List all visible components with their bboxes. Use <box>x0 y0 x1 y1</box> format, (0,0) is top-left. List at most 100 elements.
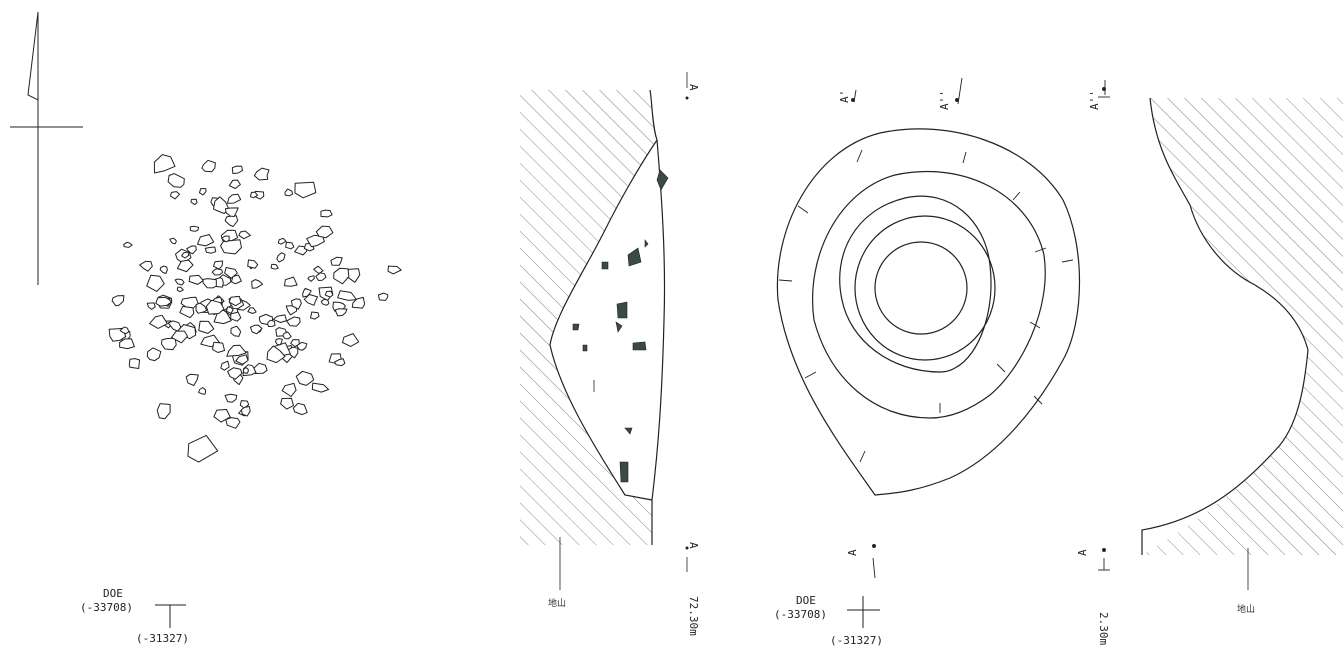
stone <box>220 360 230 371</box>
stone <box>111 295 125 307</box>
stone <box>176 286 184 293</box>
stone <box>377 292 389 301</box>
stone <box>202 278 217 289</box>
stone <box>247 259 259 269</box>
stone <box>247 307 257 314</box>
stone <box>295 370 315 386</box>
stone <box>320 298 330 306</box>
stone <box>201 159 216 173</box>
stone <box>188 274 204 285</box>
stone <box>240 406 251 417</box>
stone <box>230 311 242 322</box>
stone <box>181 251 190 259</box>
section-line-markers <box>851 77 1110 579</box>
grid-east-label: DOE <box>103 587 123 600</box>
stone <box>171 330 188 344</box>
stone <box>213 196 230 214</box>
grid-y-label-2: (-33708) <box>774 608 827 621</box>
stone <box>224 207 239 217</box>
stone <box>204 246 217 254</box>
stone <box>284 188 294 197</box>
elevation-label: 72.30m <box>687 596 700 636</box>
north-arrow-icon <box>10 11 83 285</box>
stone <box>128 358 141 369</box>
stone <box>342 333 360 347</box>
stone <box>195 302 208 314</box>
section-a-label-right: A <box>1076 549 1089 556</box>
stone <box>290 339 300 347</box>
stone <box>176 259 194 273</box>
stone <box>280 397 294 410</box>
jiyama-label-right: 地山 <box>1237 605 1256 615</box>
section-a1-label: A' <box>838 89 851 103</box>
stone <box>302 287 312 298</box>
stone <box>153 154 176 174</box>
elevation-label-2: 2.30m <box>1097 612 1110 646</box>
stone <box>294 181 317 199</box>
stone <box>159 265 168 274</box>
stone <box>292 402 308 416</box>
stone <box>146 302 156 310</box>
stone <box>211 268 223 276</box>
stone <box>198 387 207 395</box>
stone <box>313 265 324 274</box>
stone <box>224 215 239 227</box>
stone <box>169 237 177 245</box>
stone <box>149 314 168 329</box>
stone <box>242 366 249 374</box>
stone <box>238 230 251 240</box>
stone <box>221 235 230 243</box>
stone <box>334 358 346 367</box>
section-a-label-top: A <box>687 84 700 91</box>
stone <box>282 331 292 340</box>
stone <box>324 290 334 298</box>
stone <box>220 239 242 255</box>
stone <box>290 298 302 310</box>
section-a2-label: A'' <box>938 90 951 110</box>
stone <box>276 252 286 263</box>
stone <box>351 296 366 309</box>
stone <box>230 325 242 337</box>
stone <box>296 341 308 351</box>
stone <box>179 305 195 319</box>
section-profile-right <box>1141 97 1343 590</box>
stone <box>230 274 242 285</box>
stone <box>337 290 357 301</box>
stone <box>249 191 259 199</box>
stone <box>270 263 279 270</box>
stone <box>315 272 327 281</box>
stone <box>156 403 171 420</box>
stone <box>277 237 287 245</box>
stone <box>231 165 243 174</box>
stone <box>330 256 343 266</box>
stone <box>185 373 199 386</box>
stone-scatter-plan <box>108 154 402 463</box>
stone <box>267 319 276 327</box>
stone <box>387 265 402 275</box>
stone <box>228 179 241 189</box>
stone <box>197 234 215 247</box>
stone <box>286 316 301 327</box>
section-a-label-bottom: A <box>687 542 700 549</box>
stone <box>187 434 219 463</box>
stone <box>123 241 133 248</box>
stone <box>333 267 350 285</box>
stone <box>235 354 249 365</box>
stone <box>225 306 234 314</box>
stone <box>189 225 200 232</box>
stone <box>272 314 287 323</box>
grid-cross-icon <box>155 596 880 628</box>
stone <box>199 188 207 196</box>
stone <box>213 260 224 270</box>
grid-x-label: (-31327) <box>136 632 189 645</box>
section-a2-label-right: A'' <box>1088 90 1101 110</box>
stone <box>190 198 198 206</box>
stone <box>139 260 153 272</box>
stone <box>253 167 270 181</box>
stone <box>224 393 238 403</box>
stone <box>167 173 185 188</box>
section-profile-left <box>520 72 689 590</box>
stone <box>169 191 181 200</box>
stone <box>249 324 263 335</box>
